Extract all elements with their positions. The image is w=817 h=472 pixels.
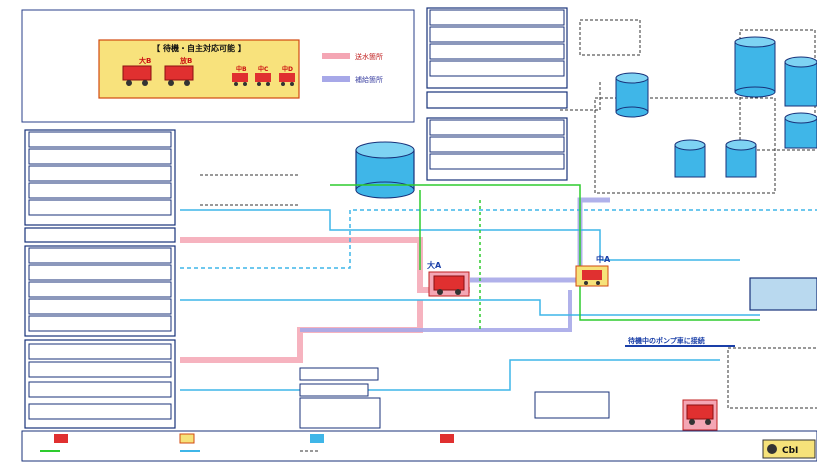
top-middle-group <box>426 7 568 89</box>
legend-key-send: 送水箇所 <box>355 52 383 61</box>
tank-mid-right-2 <box>674 139 706 178</box>
tank-mid-right-3 <box>725 139 757 178</box>
truck-label-nA: 中A <box>596 254 611 264</box>
tank-right-2 <box>784 56 817 107</box>
cbi-badge: CbI <box>762 439 816 459</box>
tank-right-3 <box>784 112 817 149</box>
bottom-legend-strip <box>21 430 817 462</box>
right-lower-box <box>749 277 817 311</box>
tank-mid-right-1 <box>615 72 649 118</box>
left-group-3 <box>24 339 176 429</box>
left-box-single-1 <box>24 227 176 243</box>
truck-oA: 大A <box>427 260 470 297</box>
legend-title: 【 待機・自主対応可能 】 <box>152 43 246 53</box>
badge-text: CbI <box>782 446 798 456</box>
pump-area-label: 待機中のポンプ車に接続 <box>628 336 705 345</box>
legend-lavender-swatch <box>322 76 350 82</box>
top-right-small-box <box>579 19 641 56</box>
truck-label-oA: 大A <box>427 260 442 270</box>
pipe-network <box>180 80 817 391</box>
top-middle-group-3 <box>426 117 568 181</box>
legend-truck-hB: 放B <box>164 56 194 86</box>
pump-area-underline <box>625 345 735 347</box>
bottom-legend-swatches <box>40 433 454 452</box>
legend-pink-swatch <box>322 53 350 59</box>
top-middle-box-2 <box>426 91 568 109</box>
legend-key-supply: 補給箇所 <box>355 75 383 84</box>
main-tank <box>355 141 415 199</box>
truck-label-oB: 大B <box>139 56 151 65</box>
legend-truck-nB: 中B <box>232 65 248 86</box>
legend-truck-nC: 中C <box>255 65 271 86</box>
truck-label-nC: 中C <box>258 65 269 73</box>
left-group-2 <box>24 245 176 337</box>
legend-truck-nD: 中D <box>279 65 295 86</box>
truck-nA: 中A <box>575 254 611 287</box>
mid-right-dashed-area <box>594 97 776 194</box>
bottom-middle-boxes <box>299 347 817 429</box>
truck-label-hB: 放B <box>179 56 192 65</box>
tank-right-1 <box>734 36 776 98</box>
truck-label-nD: 中D <box>282 65 293 73</box>
legend-truck-oB: 大B <box>122 56 152 86</box>
left-group-1 <box>24 129 176 226</box>
truck-label-nB: 中B <box>236 65 247 73</box>
